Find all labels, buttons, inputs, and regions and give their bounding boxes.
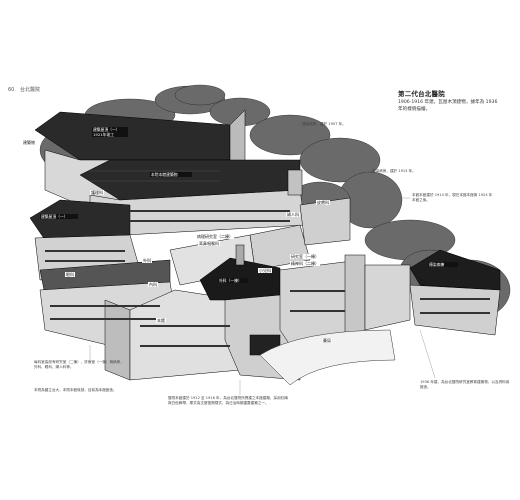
dept-label-f: 外科（一棟）: [218, 278, 248, 283]
annotation-3: 本館本館建於 1914 年，現在本館本館與 1924 年本館之後。: [412, 193, 493, 203]
dept-label-g: 小兒科: [258, 268, 272, 273]
dept-label-h: 皮膚科: [316, 200, 330, 205]
dept-label-a: 建築物: [22, 140, 36, 145]
annotation-5: 每科室皆設有研究室（二棟），診療室（一棟）與病房，外科、眼科、婦人科等。: [34, 360, 124, 370]
description: 1906-1916 年建，瓦屋木頂建物，據年為 1936 年的樣貌描繪。: [398, 100, 498, 112]
annotation-4: 1936 年建，為台北醫院研究室教育建築物，以及資料用館舍。: [420, 380, 510, 390]
isolation-ward: [409, 249, 501, 336]
window-rows: [45, 170, 490, 347]
dept-label-d: 外科: [142, 258, 152, 263]
forecourt-path: [259, 329, 396, 386]
dept-label-i: 婦人科: [286, 212, 300, 217]
leader-lines: [89, 124, 436, 395]
dept-label-p: 傳染病棟: [428, 262, 458, 267]
dept-label-o: 精神科（二棟）: [290, 261, 320, 266]
annotation-1: 傳染病房，建於 1907 年。: [302, 122, 346, 126]
section-name: 台北醫院: [19, 87, 40, 93]
dept-label-e: 內科: [148, 282, 158, 287]
dept-label-k: 耳鼻咽喉科: [198, 241, 220, 246]
annotation-7: 醫院本館建於 1912 至 1916 年，為台北醫院所興建之本館建築，採用紅磚與…: [168, 396, 288, 406]
roof-label-c: 建築屋頂（一）: [40, 214, 78, 219]
roof-label-a: 建築屋頂（一）1921年竣工: [92, 127, 128, 137]
dept-label-m: 藥局: [322, 338, 332, 343]
annotation-2: 傳染病房，建於 1913 年。: [372, 169, 416, 173]
page-number: 60: [8, 87, 15, 93]
dept-label-j: 病理研究室（二棟）: [196, 234, 234, 239]
dept-label-l: 本館: [156, 318, 166, 323]
dept-label-c: 眼科: [65, 272, 75, 277]
page-header: 60 台北醫院: [8, 86, 44, 93]
page-title: 第二代台北醫院: [398, 90, 445, 98]
dept-label-n: 研究室（一棟）: [290, 254, 320, 259]
dept-label-b: 護理科: [90, 190, 104, 195]
roof-label-b: 本院本館建築物: [150, 172, 192, 177]
annotation-6: 本院為國立台大，本院本館後部，目前為本館館舍。: [34, 388, 117, 392]
